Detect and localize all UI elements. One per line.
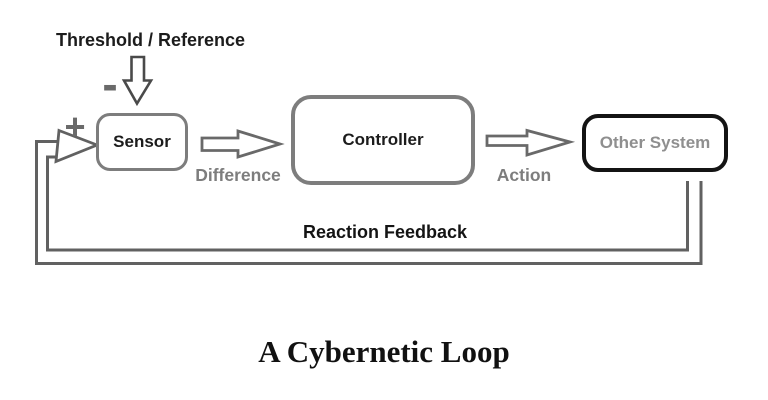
action-arrow-icon [485, 128, 576, 157]
sensor-node-label: Sensor [113, 132, 171, 151]
feedback-arrowhead-icon [54, 128, 101, 164]
feedback-pipe-inner [46, 155, 689, 252]
reaction-feedback-edge-label: Reaction Feedback [302, 222, 468, 242]
diagram-title: A Cybernetic Loop [258, 334, 510, 369]
other-system-node-label: Other System [599, 133, 711, 152]
minus-sign: - [102, 58, 118, 110]
difference-edge-label: Difference [195, 165, 281, 185]
action-edge-label: Action [496, 165, 552, 185]
controller-node: Controller [291, 95, 475, 185]
controller-node-label: Controller [342, 130, 424, 149]
threshold-reference-label: Threshold / Reference [56, 30, 246, 50]
other-system-node: Other System [582, 114, 728, 172]
threshold-down-arrow-icon [121, 55, 154, 107]
difference-arrow-icon [200, 129, 285, 159]
feedback-pipe-outer [35, 140, 703, 265]
plus-sign: + [64, 106, 86, 147]
sensor-node: Sensor [96, 113, 188, 171]
